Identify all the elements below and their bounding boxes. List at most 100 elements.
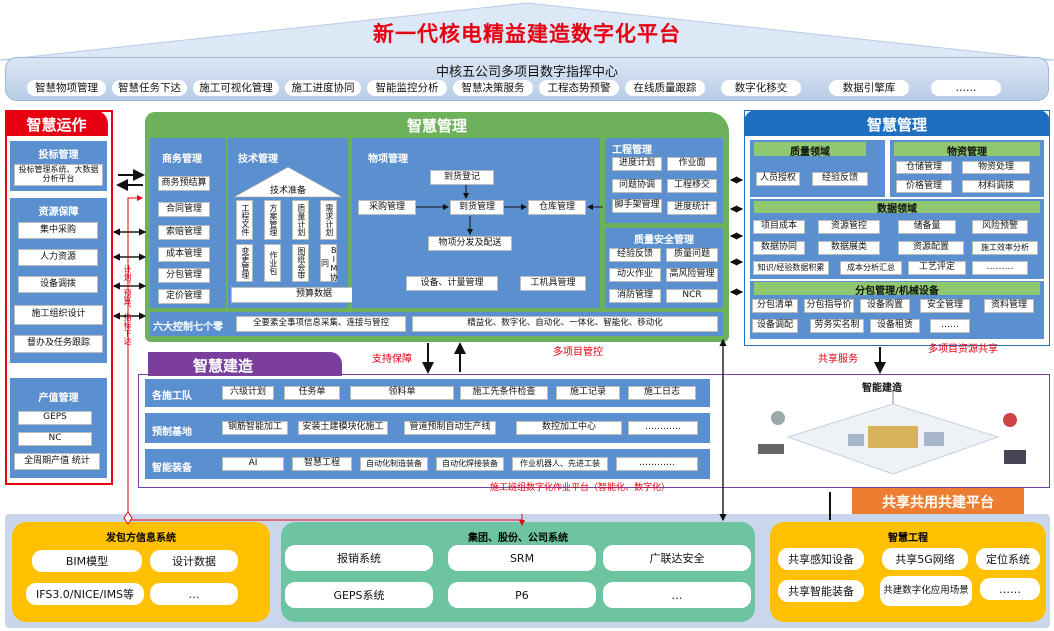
group-item[interactable]: SRM (448, 545, 596, 571)
build-item[interactable]: 施工记录 (556, 386, 620, 400)
safety-item[interactable]: NCR (666, 289, 718, 303)
build-item[interactable]: 钢筋智能加工 (222, 421, 288, 435)
smart-item[interactable]: 共享感知设备 (778, 548, 864, 570)
resource-item[interactable]: 施工组织设计 (14, 305, 103, 325)
material-distribute[interactable]: 物项分发及配送 (428, 236, 512, 251)
invest-item[interactable]: 投标管理系统、大数据分析平台 (14, 164, 103, 186)
engineering-item[interactable]: 进度统计 (667, 201, 717, 215)
build-item[interactable]: 领料单 (350, 386, 454, 400)
cmd-item[interactable]: 数字化移交 (721, 80, 801, 96)
equipment-metering[interactable]: 设备、计量管理 (406, 276, 498, 291)
group-item[interactable]: GEPS系统 (285, 582, 433, 608)
six-controls-box1[interactable]: 全要素全事项信息采集、连接与管控 (236, 316, 406, 332)
business-item[interactable]: 合同管理 (158, 202, 210, 217)
engineering-item[interactable]: 进度计划 (612, 157, 662, 171)
smart-item[interactable]: 共建数字化应用场景 (880, 576, 972, 606)
safety-item[interactable]: 动火作业 (609, 268, 661, 282)
build-item[interactable]: AI (222, 457, 284, 471)
data-item[interactable]: 项目成本 (753, 220, 805, 234)
arrival-register[interactable]: 到货登记 (430, 170, 494, 185)
data-item[interactable]: 知识/经验数据积累 (753, 261, 829, 275)
build-item[interactable]: 数控加工中心 (516, 421, 622, 435)
data-item[interactable]: 数据展类 (818, 241, 880, 255)
group-item[interactable]: 广联达安全 (603, 545, 751, 571)
subcontract-item[interactable]: 设备租赁 (870, 319, 920, 333)
resource-item[interactable]: 人力资源 (18, 249, 98, 266)
material-item[interactable]: 仓储管理 (896, 161, 952, 174)
subcontract-item[interactable]: 设备购置 (860, 299, 910, 313)
group-item[interactable]: … (603, 582, 751, 608)
safety-item[interactable]: 质量问题 (666, 248, 718, 262)
data-item[interactable]: 工艺评定 (908, 261, 966, 275)
output-item[interactable]: GEPS (18, 411, 92, 425)
build-item[interactable]: 智慧工程 (292, 457, 352, 471)
business-item[interactable]: 分包管理 (158, 268, 210, 283)
tech-item[interactable]: 图纸会审 (292, 244, 309, 282)
data-item[interactable]: 资源管控 (818, 220, 880, 234)
build-item[interactable]: ………… (628, 421, 698, 435)
build-item[interactable]: ………… (616, 457, 698, 471)
group-item[interactable]: P6 (448, 582, 596, 608)
smart-item[interactable]: 共享智能装备 (778, 580, 864, 602)
build-item[interactable]: 作业机器人、先进工装 (512, 457, 608, 471)
tech-item[interactable]: 方案管理 (264, 200, 281, 240)
cmd-item[interactable]: 智能监控分析 (367, 80, 447, 96)
smart-item[interactable]: 定位系统 (976, 548, 1040, 570)
engineering-item[interactable]: 作业面 (667, 157, 717, 171)
resource-item[interactable]: 督办及任务跟踪 (14, 335, 103, 353)
cmd-item[interactable]: 在线质量跟踪 (625, 80, 705, 96)
cmd-item[interactable]: 智慧决策服务 (453, 80, 533, 96)
cmd-item[interactable]: 智慧物项管理 (27, 80, 106, 96)
resource-item[interactable]: 设备调拨 (18, 276, 98, 293)
subcontract-item[interactable]: 资料管理 (984, 299, 1034, 313)
subcontract-item[interactable]: 分包清单 (752, 299, 798, 313)
material-item[interactable]: 材料调拨 (962, 180, 1030, 193)
engineering-item[interactable]: 问题协调 (612, 179, 662, 193)
arrival-mgmt[interactable]: 到货管理 (450, 200, 504, 215)
output-item[interactable]: NC (18, 432, 92, 446)
contractor-item[interactable]: IFS3.0/NICE/IMS等 (26, 583, 144, 605)
build-item[interactable]: 六级计划 (222, 386, 274, 400)
data-item[interactable]: 风险预警 (972, 220, 1028, 234)
tech-item[interactable]: 质量计划 (292, 200, 309, 240)
purchase-mgmt[interactable]: 采购管理 (358, 200, 416, 215)
subcontract-item[interactable]: 分包指导价 (804, 299, 854, 313)
safety-item[interactable]: 消防管理 (609, 289, 661, 303)
tech-item[interactable]: 需求计划 (320, 200, 337, 240)
quality-item[interactable]: 经验反馈 (812, 172, 868, 186)
output-item[interactable]: 全周期产值 统计 (14, 453, 100, 470)
warehouse-mgmt[interactable]: 仓库管理 (528, 200, 586, 215)
tech-item[interactable]: BIM协同 (320, 244, 339, 282)
contractor-item[interactable]: BIM模型 (32, 550, 142, 572)
contractor-item[interactable]: … (150, 583, 238, 605)
group-item[interactable]: 报销系统 (285, 545, 433, 571)
build-item[interactable]: 任务单 (284, 386, 340, 400)
tech-item[interactable]: 变更管理 (236, 244, 253, 282)
build-item[interactable]: 施工日志 (628, 386, 696, 400)
tech-item[interactable]: 工程文件 (236, 200, 253, 240)
resource-item[interactable]: 集中采购 (18, 222, 98, 239)
cmd-item[interactable]: 智慧任务下达 (112, 80, 187, 96)
safety-item[interactable]: 经验反馈 (609, 248, 661, 262)
build-item[interactable]: 自动化制造装备 (360, 457, 428, 471)
cmd-item[interactable]: 施工进度协同 (285, 80, 361, 96)
build-item[interactable]: 自动化焊接装备 (436, 457, 504, 471)
business-item[interactable]: 成本管理 (158, 247, 210, 262)
subcontract-item[interactable]: 安全管理 (920, 299, 970, 313)
cmd-item[interactable]: 施工可视化管理 (193, 80, 279, 96)
material-item[interactable]: 物资处理 (962, 161, 1030, 174)
business-item[interactable]: 商务预结算 (158, 176, 210, 191)
smart-item[interactable]: 共享5G网络 (882, 548, 968, 570)
cmd-item[interactable]: …… (931, 80, 1001, 96)
cmd-item[interactable]: 工程态势预警 (539, 80, 619, 96)
business-item[interactable]: 定价管理 (158, 289, 210, 304)
subcontract-item[interactable]: 设备调配 (752, 319, 798, 333)
business-item[interactable]: 索赔管理 (158, 225, 210, 240)
data-item[interactable]: ……… (972, 261, 1028, 275)
material-item[interactable]: 价格管理 (896, 180, 952, 193)
six-controls-box2[interactable]: 精益化、数字化、自动化、一体化、智能化、移动化 (412, 316, 718, 332)
contractor-item[interactable]: 设计数据 (150, 550, 238, 572)
smart-item[interactable]: …… (980, 578, 1040, 600)
data-item[interactable]: 数据协同 (753, 241, 805, 255)
data-item[interactable]: 成本分析汇总 (840, 261, 902, 275)
